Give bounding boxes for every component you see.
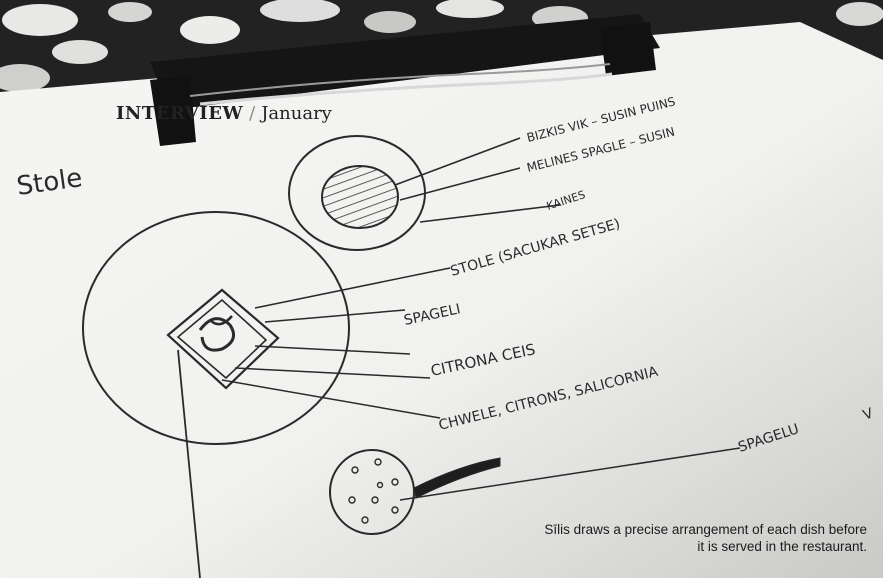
section-kicker: INTERVIEW [116, 103, 243, 124]
photo-caption: Sīlis draws a precise arrangement of eac… [537, 521, 867, 555]
header-separator: / [249, 103, 255, 124]
issue-month: January [261, 103, 332, 124]
magazine-header: INTERVIEW / January [116, 103, 332, 124]
